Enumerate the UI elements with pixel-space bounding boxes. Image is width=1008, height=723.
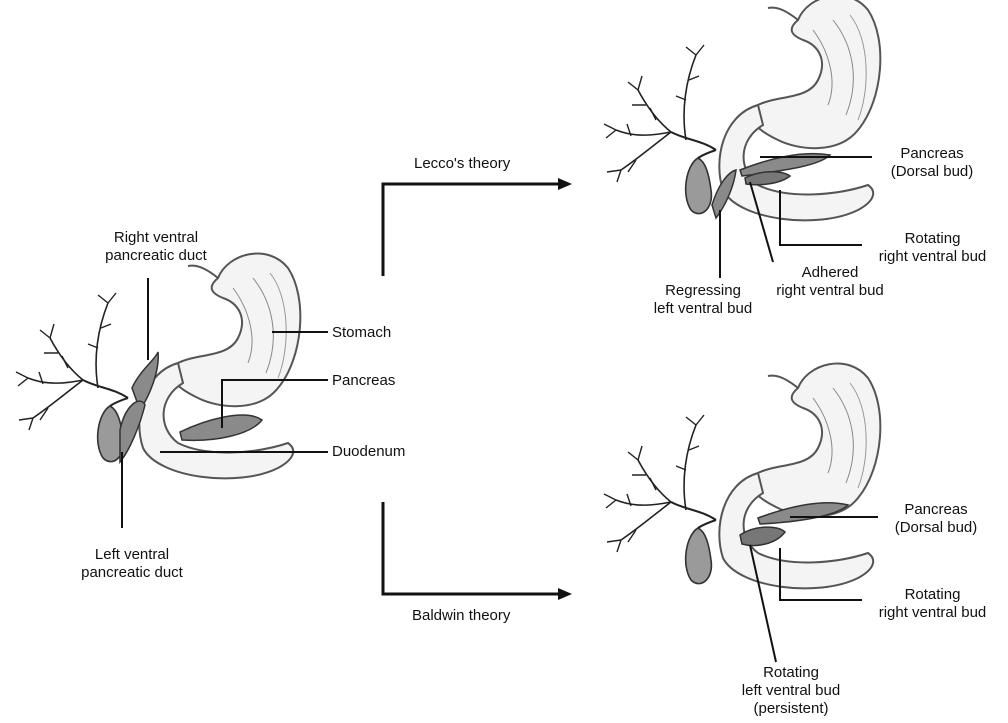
initial-stage-figure — [16, 254, 328, 528]
baldwin-rotating-left-label: Rotating left ventral bud (persistent) — [716, 664, 866, 718]
lecco-rotating-right-label: Rotating right ventral bud — [860, 230, 1005, 266]
lecco-pancreas-dorsal-label: Pancreas (Dorsal bud) — [862, 145, 1002, 181]
left-ventral-duct-label: Left ventral pancreatic duct — [52, 546, 212, 582]
baldwin-pancreas-dorsal-label: Pancreas (Dorsal bud) — [866, 501, 1006, 537]
pancreas-label: Pancreas — [332, 372, 395, 390]
baldwin-rotating-right-label: Rotating right ventral bud — [860, 586, 1005, 622]
lecco-theory-label: Lecco's theory — [414, 155, 510, 173]
baldwin-theory-label: Baldwin theory — [412, 607, 510, 625]
lecco-regressing-left-label: Regressing left ventral bud — [628, 282, 778, 318]
duodenum-label: Duodenum — [332, 443, 405, 461]
right-ventral-duct-label: Right ventral pancreatic duct — [76, 229, 236, 265]
baldwin-figure — [604, 364, 880, 662]
branch-arrows — [383, 178, 572, 600]
stomach-label: Stomach — [332, 324, 391, 342]
lecco-figure — [604, 0, 880, 278]
